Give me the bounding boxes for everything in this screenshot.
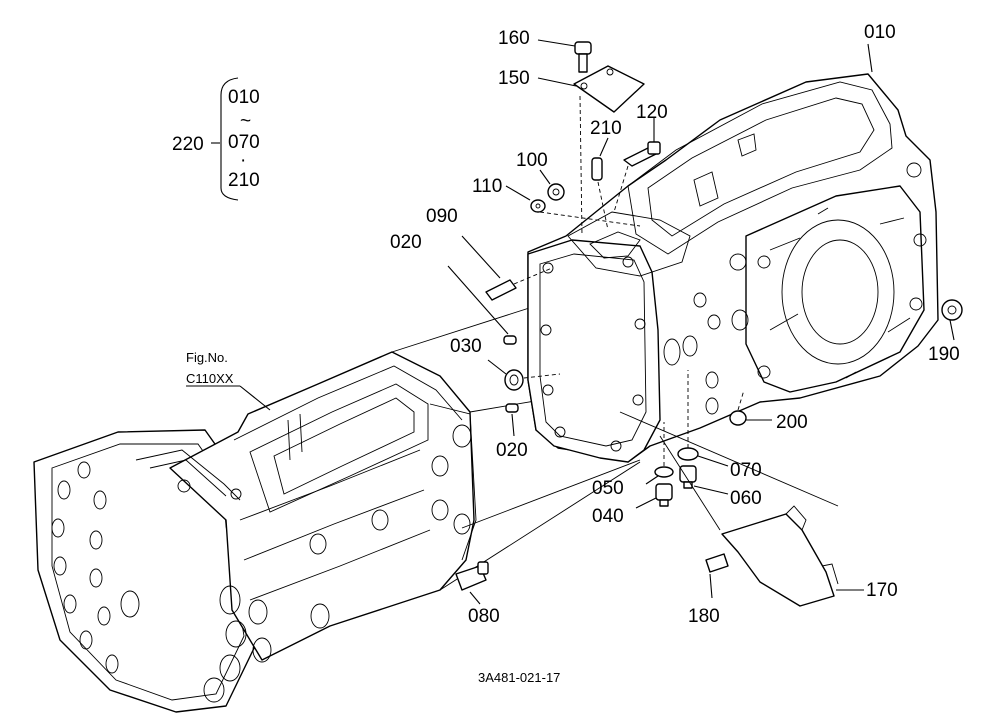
plug-guide-lines bbox=[663, 370, 689, 466]
figure-reference: Fig.No. C110XX bbox=[186, 350, 271, 411]
part-190-plug bbox=[941, 299, 963, 341]
front-case-rear-flange bbox=[429, 403, 477, 561]
callout-060: 060 bbox=[730, 488, 762, 509]
front-case-top-opening-inner bbox=[273, 397, 415, 495]
main-transmission-case bbox=[527, 73, 939, 463]
part-170-guard bbox=[619, 411, 864, 607]
callout-210: 210 bbox=[590, 118, 622, 139]
group-bracket bbox=[220, 77, 239, 201]
figure-ref-code: C110XX bbox=[186, 371, 234, 386]
part-020-dowel-upper bbox=[447, 265, 517, 345]
front-case-bosses bbox=[203, 509, 389, 703]
callout-200: 200 bbox=[776, 412, 808, 433]
front-case-rods bbox=[287, 413, 303, 461]
part-020-dowel-lower bbox=[505, 403, 519, 437]
callout-020-upper: 020 bbox=[390, 232, 422, 253]
group-member-3: 210 bbox=[228, 170, 260, 191]
assembly-group-legend: 220 010 ~ 070 · 210 bbox=[172, 77, 260, 201]
callout-150: 150 bbox=[498, 68, 530, 89]
group-range-symbol: ~ bbox=[240, 111, 251, 132]
front-case-top-opening bbox=[249, 383, 429, 513]
part-050-washer bbox=[645, 466, 674, 485]
side-windows bbox=[693, 133, 757, 207]
part-070-washer bbox=[677, 447, 729, 467]
callout-180: 180 bbox=[688, 606, 720, 627]
callout-030: 030 bbox=[450, 336, 482, 357]
callout-090: 090 bbox=[426, 206, 458, 227]
figure-ref-prefix: Fig.No. bbox=[186, 350, 228, 365]
group-member-2: 070 bbox=[228, 132, 260, 153]
part-200-plug bbox=[729, 389, 772, 426]
front-mating-flange bbox=[527, 239, 661, 463]
front-case-body bbox=[169, 351, 475, 661]
part-060-plug bbox=[679, 465, 729, 495]
callout-100: 100 bbox=[516, 150, 548, 171]
front-flange-holes bbox=[540, 256, 646, 452]
callout-110: 110 bbox=[472, 176, 502, 197]
part-040-plug bbox=[635, 483, 673, 509]
front-transmission-case bbox=[33, 351, 477, 713]
front-flange-inner bbox=[51, 443, 245, 701]
front-case-linkage bbox=[135, 449, 241, 501]
drawing-number: 3A481-021-17 bbox=[478, 670, 560, 685]
rear-bore bbox=[781, 219, 895, 365]
main-case-top-opening bbox=[647, 97, 875, 237]
callout-010: 010 bbox=[864, 22, 896, 43]
group-separator-symbol: · bbox=[240, 150, 246, 171]
side-bosses bbox=[663, 292, 749, 415]
part-150-cover bbox=[537, 65, 645, 237]
rear-face-holes bbox=[729, 162, 927, 379]
front-case-top-edge bbox=[233, 365, 463, 441]
front-flange bbox=[33, 429, 259, 713]
callout-labels: 010 160 150 120 210 100 110 090 020 030 … bbox=[390, 22, 960, 627]
rear-face-ribs bbox=[769, 207, 911, 379]
top-mount-hole bbox=[589, 231, 641, 259]
part-030-seal bbox=[487, 359, 561, 391]
part-160-bolt bbox=[537, 39, 592, 73]
assembly-group-label: 220 bbox=[172, 134, 204, 155]
part-080-bolt bbox=[455, 561, 489, 605]
top-mount-pad bbox=[567, 211, 691, 277]
front-mating-flange-inner bbox=[539, 253, 647, 447]
figure-ref-leader bbox=[239, 385, 271, 411]
label-leaders bbox=[867, 43, 873, 73]
part-110-washer bbox=[505, 185, 641, 227]
part-210-pin bbox=[591, 137, 609, 231]
part-100-nut bbox=[539, 169, 565, 201]
part-090-stud bbox=[461, 235, 553, 301]
flange-holes bbox=[51, 461, 140, 674]
rear-bore-inner bbox=[801, 239, 879, 345]
callout-040: 040 bbox=[592, 506, 624, 527]
guard-leader bbox=[619, 411, 839, 507]
group-member-1: 010 bbox=[228, 87, 260, 108]
part-120-bolt bbox=[613, 118, 661, 213]
callout-080: 080 bbox=[468, 606, 500, 627]
callout-170: 170 bbox=[866, 580, 898, 601]
callout-120: 120 bbox=[636, 102, 668, 123]
callout-070: 070 bbox=[730, 460, 762, 481]
callout-050: 050 bbox=[592, 478, 624, 499]
callout-190: 190 bbox=[928, 344, 960, 365]
callout-020-lower: 020 bbox=[496, 440, 528, 461]
main-case-top-flange bbox=[627, 81, 893, 255]
front-case-ribs bbox=[239, 449, 431, 601]
part-180-bolt bbox=[705, 553, 729, 599]
callout-160: 160 bbox=[498, 28, 530, 49]
